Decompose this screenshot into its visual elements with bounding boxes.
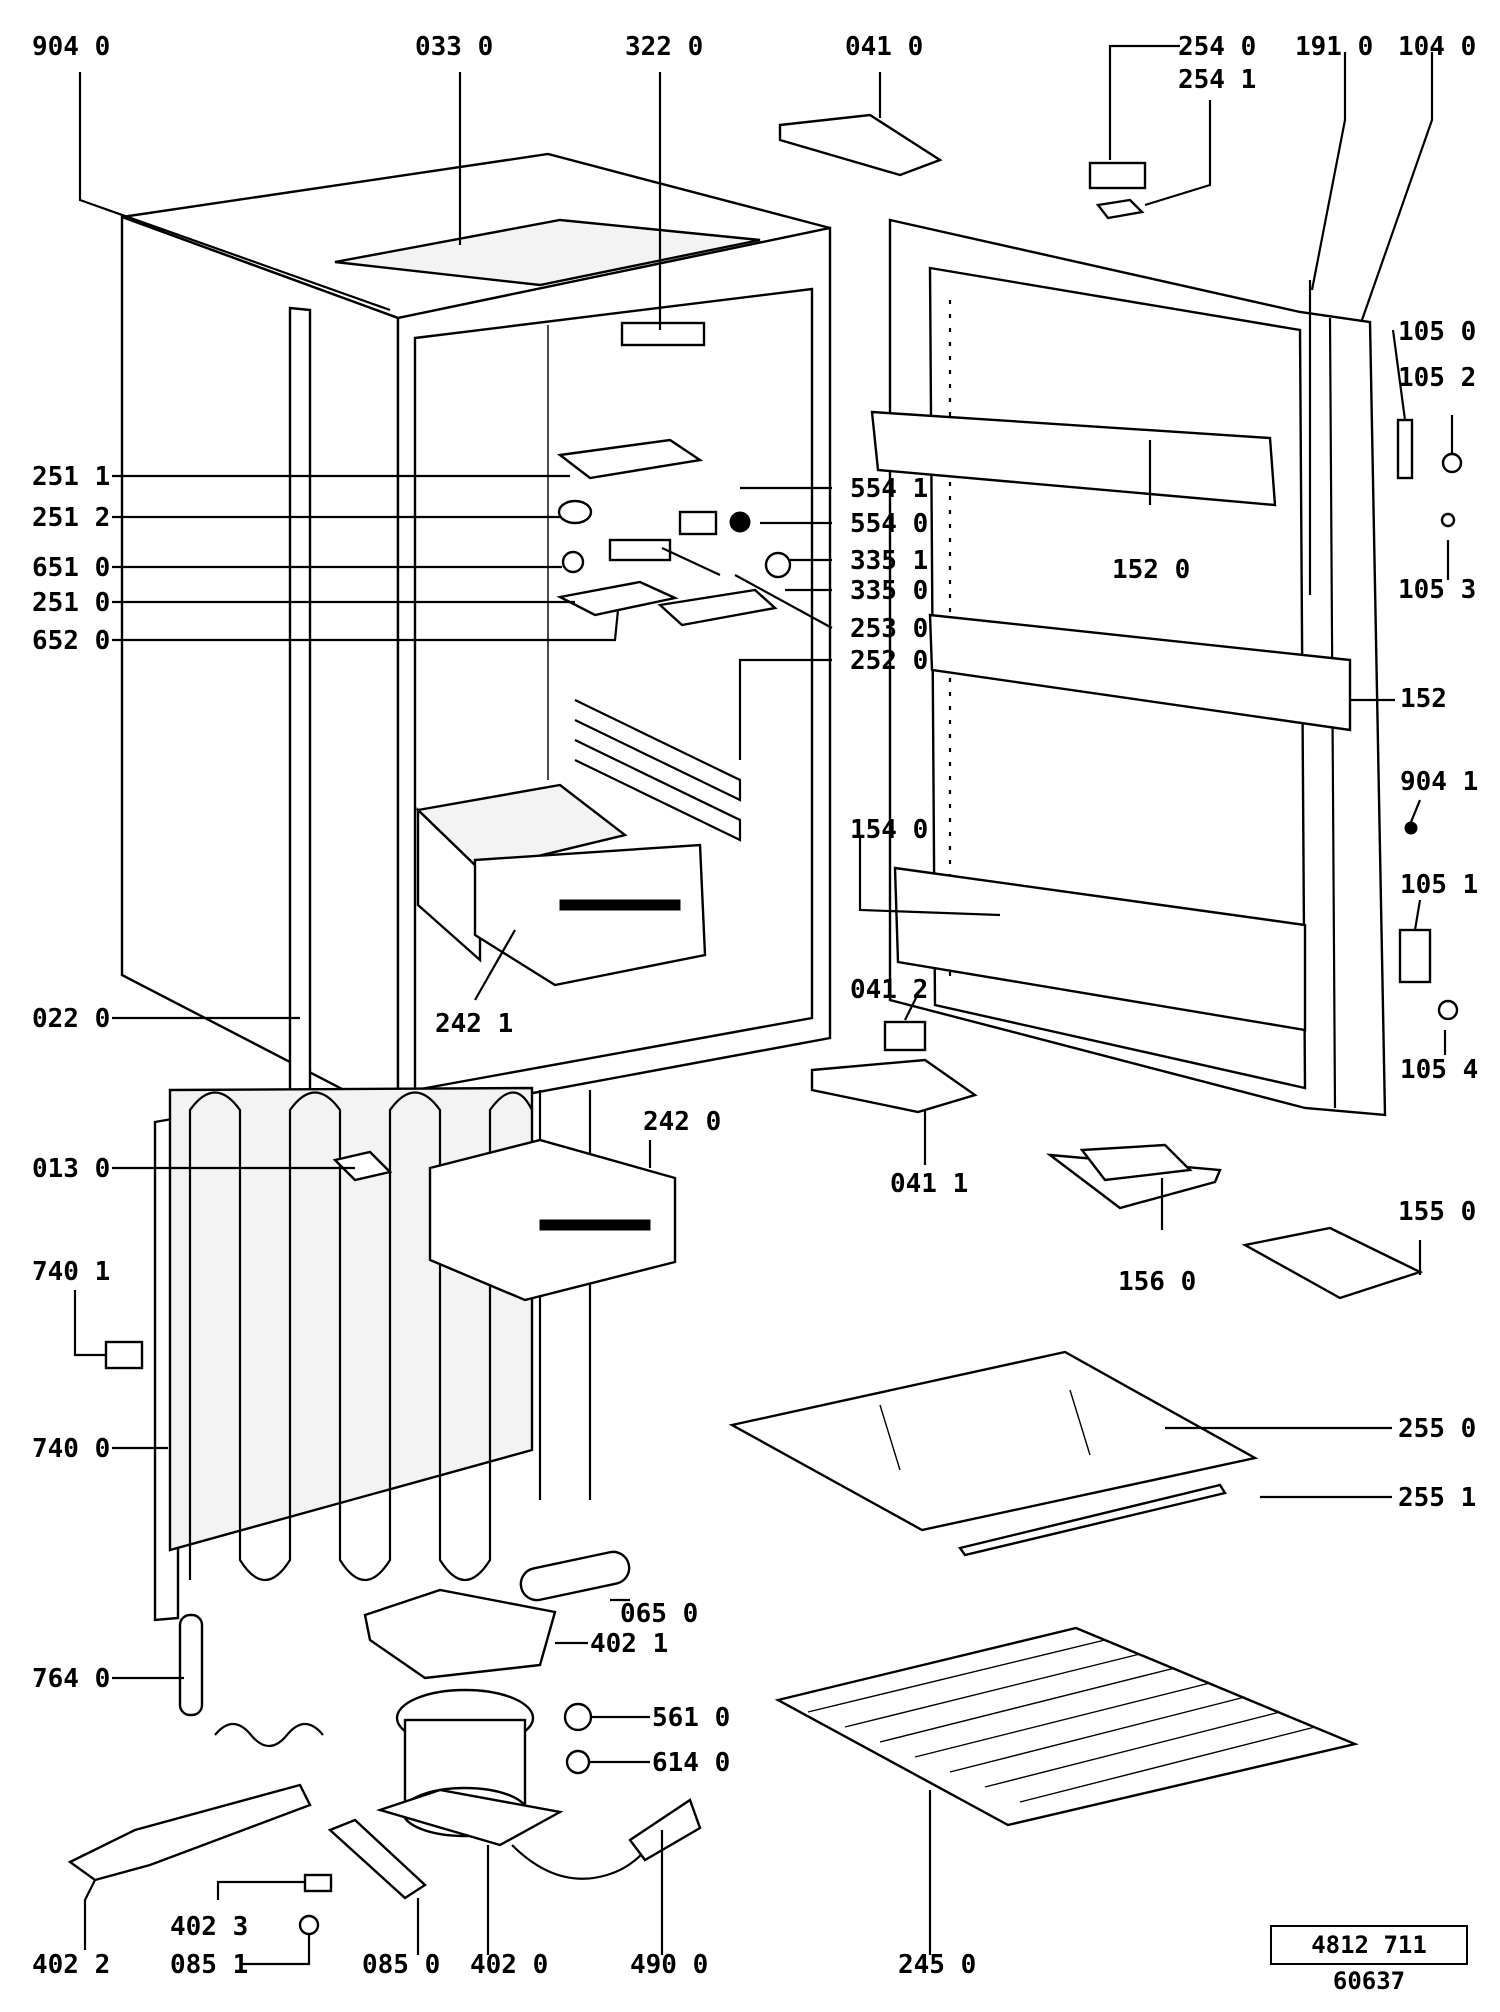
label-740-1: 740 1 xyxy=(32,1257,110,1287)
label-041-2: 041 2 xyxy=(850,975,928,1005)
label-251-0: 251 0 xyxy=(32,588,110,618)
label-041-1: 041 1 xyxy=(890,1169,968,1199)
label-033-0: 033 0 xyxy=(415,32,493,62)
label-245-0: 245 0 xyxy=(898,1950,976,1980)
label-253-0: 253 0 xyxy=(850,614,928,644)
label-764-0: 764 0 xyxy=(32,1664,110,1694)
label-652-0: 652 0 xyxy=(32,626,110,656)
label-402-2: 402 2 xyxy=(32,1950,110,1980)
label-105-4: 105 4 xyxy=(1400,1055,1478,1085)
label-085-0: 085 0 xyxy=(362,1950,440,1980)
label-065-0: 065 0 xyxy=(620,1599,698,1629)
label-252-0: 252 0 xyxy=(850,646,928,676)
label-561-0: 561 0 xyxy=(652,1703,730,1733)
leader-lines xyxy=(73,44,1454,1966)
label-335-1: 335 1 xyxy=(850,546,928,576)
label-242-1: 242 1 xyxy=(435,1009,513,1039)
label-105-1: 105 1 xyxy=(1400,870,1478,900)
label-554-0: 554 0 xyxy=(850,509,928,539)
label-156-0: 156 0 xyxy=(1118,1267,1196,1297)
label-013-0: 013 0 xyxy=(32,1154,110,1184)
label-402-1: 402 1 xyxy=(590,1629,668,1659)
label-255-0: 255 0 xyxy=(1398,1414,1476,1444)
label-322-0: 322 0 xyxy=(625,32,703,62)
label-254-1: 254 1 xyxy=(1178,65,1256,95)
label-614-0: 614 0 xyxy=(652,1748,730,1778)
label-251-2: 251 2 xyxy=(32,503,110,533)
label-242-0: 242 0 xyxy=(643,1107,721,1137)
label-402-3: 402 3 xyxy=(170,1912,248,1942)
label-085-1: 085 1 xyxy=(170,1950,248,1980)
label-155-0: 155 0 xyxy=(1398,1197,1476,1227)
document-number: 4812 711 60637 xyxy=(1270,1925,1468,1995)
label-254-0: 254 0 xyxy=(1178,32,1256,62)
label-105-3: 105 3 xyxy=(1398,575,1476,605)
label-152-0: 152 0 xyxy=(1112,555,1190,585)
label-490-0: 490 0 xyxy=(630,1950,708,1980)
label-402-0: 402 0 xyxy=(470,1950,548,1980)
label-251-1: 251 1 xyxy=(32,462,110,492)
label-041-0: 041 0 xyxy=(845,32,923,62)
label-154-0: 154 0 xyxy=(850,815,928,845)
loose-parts xyxy=(104,1143,1424,1827)
label-105-2: 105 2 xyxy=(1398,363,1476,393)
door xyxy=(778,113,1463,1117)
label-104-0: 104 0 xyxy=(1398,32,1476,62)
label-022-0: 022 0 xyxy=(32,1004,110,1034)
label-651-0: 651 0 xyxy=(32,553,110,583)
part-labels: 904 0 033 0 322 0 041 0 254 0 254 1 191 … xyxy=(32,32,1478,1980)
label-740-0: 740 0 xyxy=(32,1434,110,1464)
label-191-0: 191 0 xyxy=(1295,32,1373,62)
label-152: 152 xyxy=(1400,684,1447,714)
compressor-assembly xyxy=(67,1138,702,1936)
label-904-1: 904 1 xyxy=(1400,767,1478,797)
label-904-0: 904 0 xyxy=(32,32,110,62)
label-105-0: 105 0 xyxy=(1398,317,1476,347)
label-335-0: 335 0 xyxy=(850,576,928,606)
label-255-1: 255 1 xyxy=(1398,1483,1476,1513)
label-554-1: 554 1 xyxy=(850,474,928,504)
